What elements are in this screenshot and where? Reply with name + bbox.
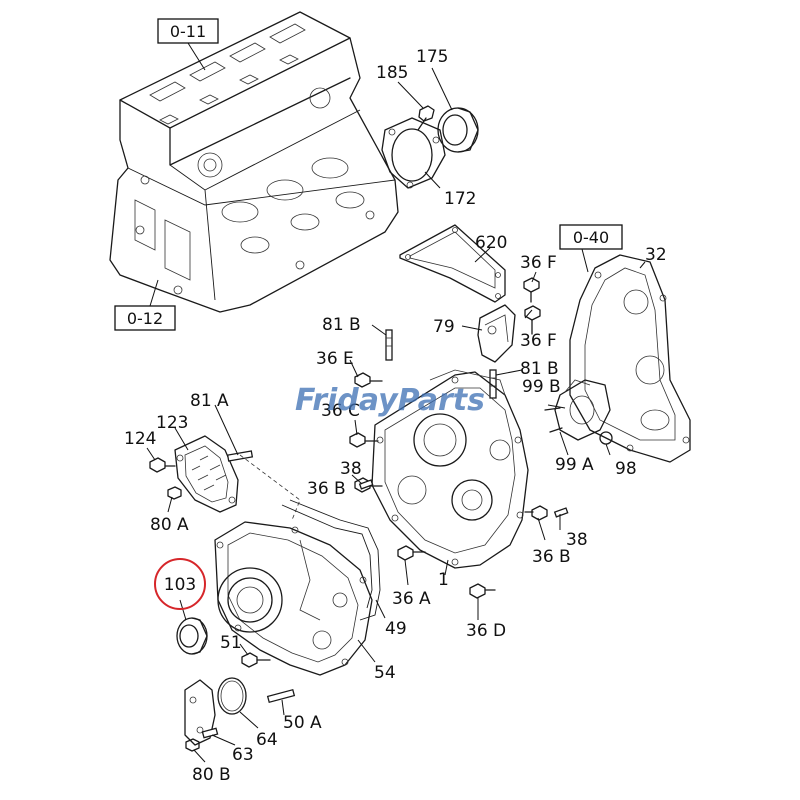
label-124[interactable]: 124 [124, 429, 156, 449]
bolt-36b-right [524, 505, 548, 521]
label-36d[interactable]: 36 D [466, 621, 506, 641]
label-36b-left[interactable]: 36 B [307, 479, 346, 499]
pump-assembly [544, 379, 613, 445]
label-1[interactable]: 1 [438, 570, 449, 590]
cover-123 [174, 435, 239, 513]
bracket-79 [477, 304, 516, 363]
label-64[interactable]: 64 [256, 730, 278, 750]
label-81a[interactable]: 81 A [190, 391, 229, 411]
label-99a[interactable]: 99 A [555, 455, 594, 475]
bolt-36b-left [354, 477, 383, 493]
ref-block-bottom-text: 0-12 [127, 309, 163, 328]
leader-lines [146, 67, 646, 763]
label-620[interactable]: 620 [475, 233, 507, 253]
label-51[interactable]: 51 [220, 633, 242, 653]
ref-box-block-top[interactable]: 0-11 [157, 18, 219, 71]
bolt-124 [149, 457, 176, 473]
gear-housing-1 [371, 369, 529, 569]
front-seal-103 [176, 617, 208, 655]
label-123[interactable]: 123 [156, 413, 188, 433]
label-175[interactable]: 175 [416, 47, 448, 67]
nut-80a [167, 486, 182, 500]
label-80b[interactable]: 80 B [192, 765, 231, 785]
label-63[interactable]: 63 [232, 745, 254, 765]
cover-63 [184, 679, 219, 746]
stud-81a [226, 450, 254, 462]
label-36a[interactable]: 36 A [392, 589, 431, 609]
front-cover-54 [214, 521, 373, 676]
label-98[interactable]: 98 [615, 459, 637, 479]
bolt-36c [349, 432, 379, 448]
bolt-51 [241, 652, 271, 668]
label-172[interactable]: 172 [444, 189, 476, 209]
ref-block-top-text: 0-11 [170, 22, 206, 41]
label-36b-right[interactable]: 36 B [532, 547, 571, 567]
gasket-620 [399, 224, 506, 303]
label-38-left[interactable]: 38 [340, 459, 362, 479]
ref-rear-plate-text: 0-40 [573, 228, 609, 247]
label-81b-lower[interactable]: 81 B [520, 359, 559, 379]
part-labels: 175 185 172 620 32 36 F 36 F 79 81 B 81 … [124, 47, 667, 785]
stud-50a [266, 688, 296, 704]
label-49[interactable]: 49 [385, 619, 407, 639]
bolt-36e [354, 372, 383, 388]
bolt-36d [469, 583, 496, 599]
label-185[interactable]: 185 [376, 63, 408, 83]
bolt-36f-upper [523, 277, 540, 303]
bolt-36f-lower [524, 305, 541, 335]
highlight-103[interactable]: 103 [154, 558, 206, 610]
label-36f-upper[interactable]: 36 F [520, 253, 557, 273]
label-80a[interactable]: 80 A [150, 515, 189, 535]
pin-38-right [553, 507, 569, 518]
timing-plate-32 [569, 254, 691, 463]
label-54[interactable]: 54 [374, 663, 396, 683]
gasket-49 [281, 499, 381, 621]
label-81b-upper[interactable]: 81 B [322, 315, 361, 335]
label-79[interactable]: 79 [433, 317, 455, 337]
ref-box-rear-plate[interactable]: 0-40 [559, 224, 623, 273]
label-36e[interactable]: 36 E [316, 349, 354, 369]
label-50a[interactable]: 50 A [283, 713, 322, 733]
engine-block [109, 11, 399, 313]
bolt-36a [397, 545, 426, 561]
label-36f-lower[interactable]: 36 F [520, 331, 557, 351]
stud-81b-upper [385, 329, 393, 361]
label-36c[interactable]: 36 C [321, 401, 360, 421]
label-38-right[interactable]: 38 [566, 530, 588, 550]
label-32[interactable]: 32 [645, 245, 667, 265]
watermark-logo: FridayParts [295, 383, 485, 418]
o-ring-64 [217, 677, 247, 715]
pin-38-left [358, 479, 374, 490]
rear-seal-housing [381, 105, 479, 189]
label-103: 103 [164, 575, 196, 595]
ref-box-block-bottom[interactable]: 0-12 [114, 279, 176, 331]
label-99b[interactable]: 99 B [522, 377, 561, 397]
nut-80b [185, 738, 200, 752]
